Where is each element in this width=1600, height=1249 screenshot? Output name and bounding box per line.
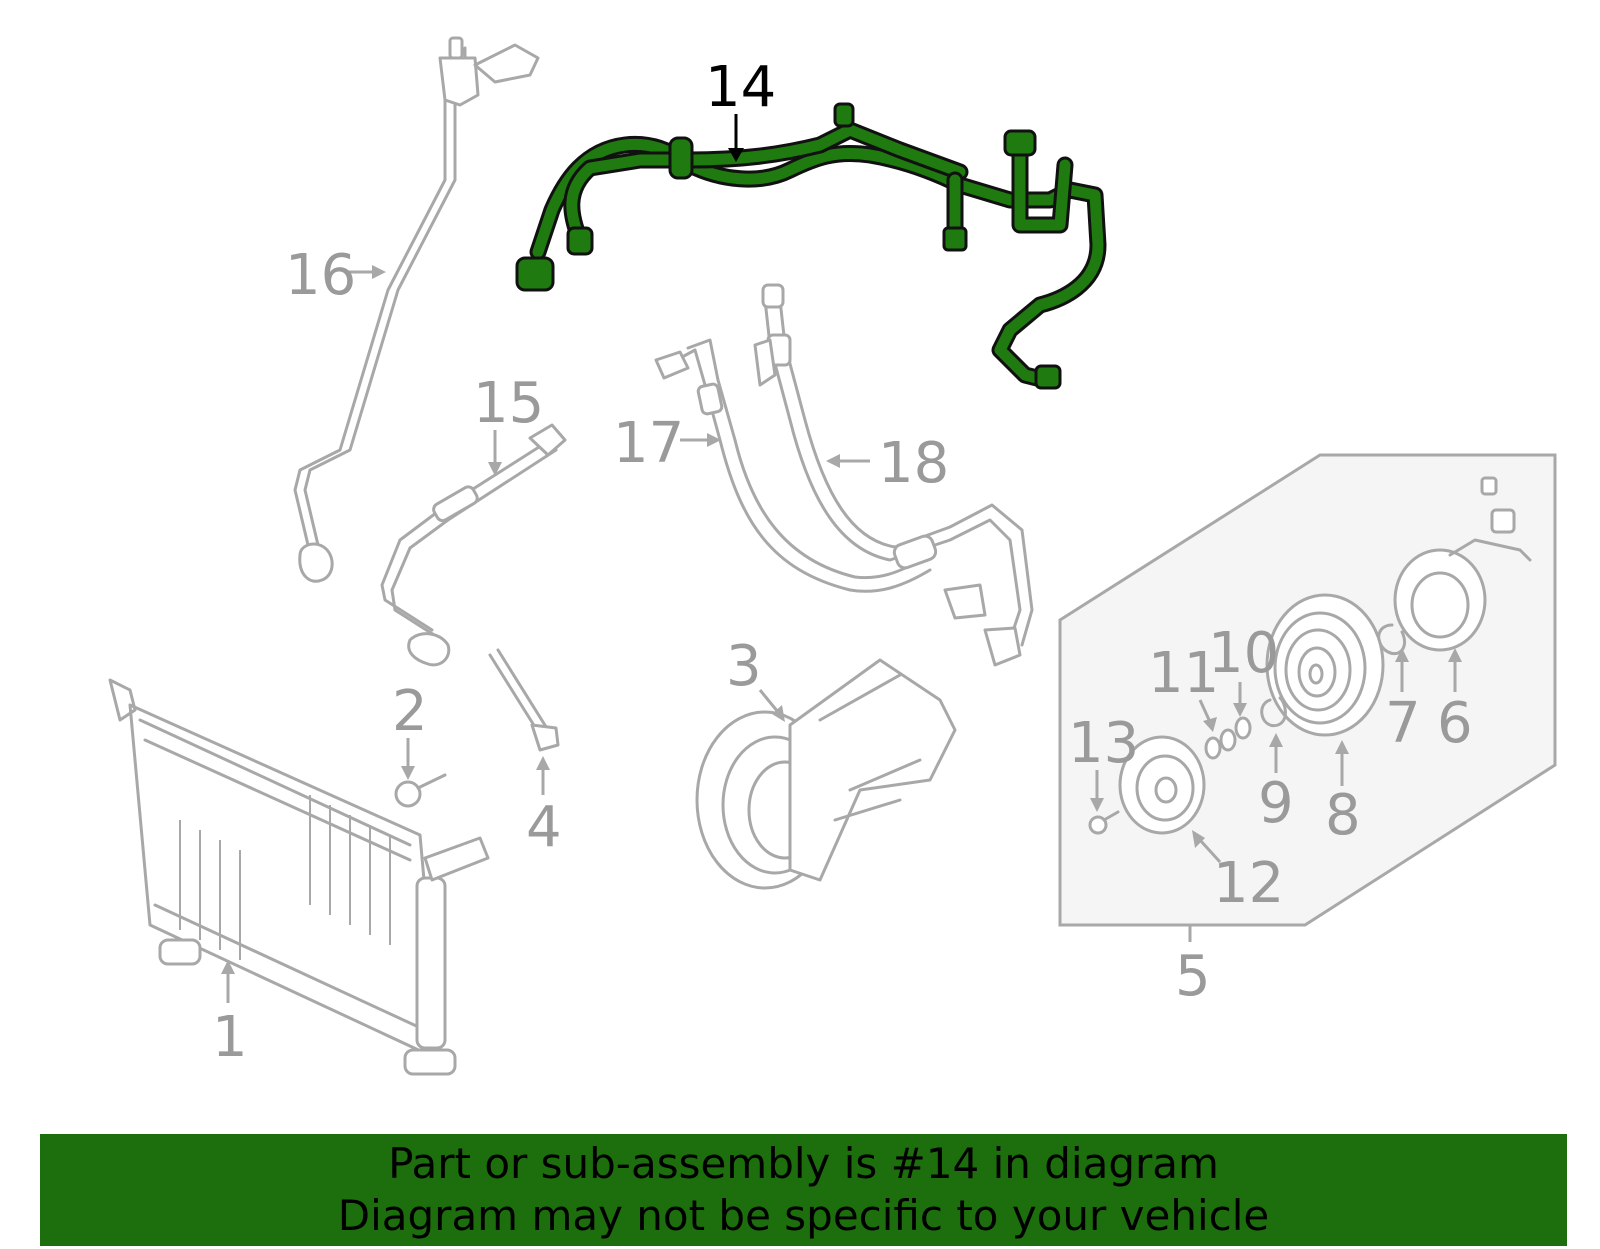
part-9-snap-ring[interactable] xyxy=(1260,696,1287,728)
part-15-line[interactable] xyxy=(380,423,567,667)
part-13-bolt[interactable] xyxy=(1088,810,1120,835)
part-7-snap-ring[interactable] xyxy=(1377,623,1407,656)
part-18-hose[interactable] xyxy=(753,283,1034,667)
callout-14[interactable]: 14 xyxy=(705,55,776,120)
callout-18[interactable]: 18 xyxy=(878,431,949,496)
part-11-shims[interactable] xyxy=(1204,728,1237,760)
callout-numbers: 14 16 15 17 18 2 4 3 1 5 6 7 8 9 10 11 1… xyxy=(212,55,1473,1070)
callout-3[interactable]: 3 xyxy=(726,634,762,699)
callout-10[interactable]: 10 xyxy=(1208,621,1279,686)
part-10-shim[interactable] xyxy=(1234,716,1252,740)
part-16-liquid-line[interactable] xyxy=(293,36,540,583)
part-3-compressor[interactable] xyxy=(695,658,957,890)
part-8-pulley[interactable] xyxy=(1265,593,1385,737)
callout-4[interactable]: 4 xyxy=(526,795,562,860)
part-1-condenser[interactable] xyxy=(108,678,490,1076)
part-14-hose-assembly[interactable] xyxy=(515,102,1107,390)
callout-9[interactable]: 9 xyxy=(1258,771,1294,836)
callout-2[interactable]: 2 xyxy=(392,679,428,744)
callout-16[interactable]: 16 xyxy=(285,243,356,308)
part-12-clutch-plate[interactable] xyxy=(1118,735,1206,835)
callout-13[interactable]: 13 xyxy=(1068,711,1139,776)
callout-1[interactable]: 1 xyxy=(212,1005,248,1070)
callout-8[interactable]: 8 xyxy=(1325,783,1361,848)
part-2-bolt[interactable] xyxy=(394,773,447,808)
callout-5[interactable]: 5 xyxy=(1175,944,1211,1009)
part-4-bolt[interactable] xyxy=(488,648,560,752)
banner-line-1: Part or sub-assembly is #14 in diagram xyxy=(388,1139,1219,1188)
callout-12[interactable]: 12 xyxy=(1213,851,1284,916)
callout-arrows xyxy=(221,114,1462,1003)
callout-7[interactable]: 7 xyxy=(1385,691,1421,756)
callout-17[interactable]: 17 xyxy=(613,411,684,476)
callout-11[interactable]: 11 xyxy=(1148,641,1219,706)
callout-6[interactable]: 6 xyxy=(1437,691,1473,756)
part-6-coil[interactable] xyxy=(1393,476,1532,652)
callout-15[interactable]: 15 xyxy=(473,371,544,436)
part-17-hose[interactable] xyxy=(654,338,932,593)
info-banner: Part or sub-assembly is #14 in diagram D… xyxy=(40,1134,1567,1246)
banner-line-2: Diagram may not be specific to your vehi… xyxy=(337,1191,1270,1240)
